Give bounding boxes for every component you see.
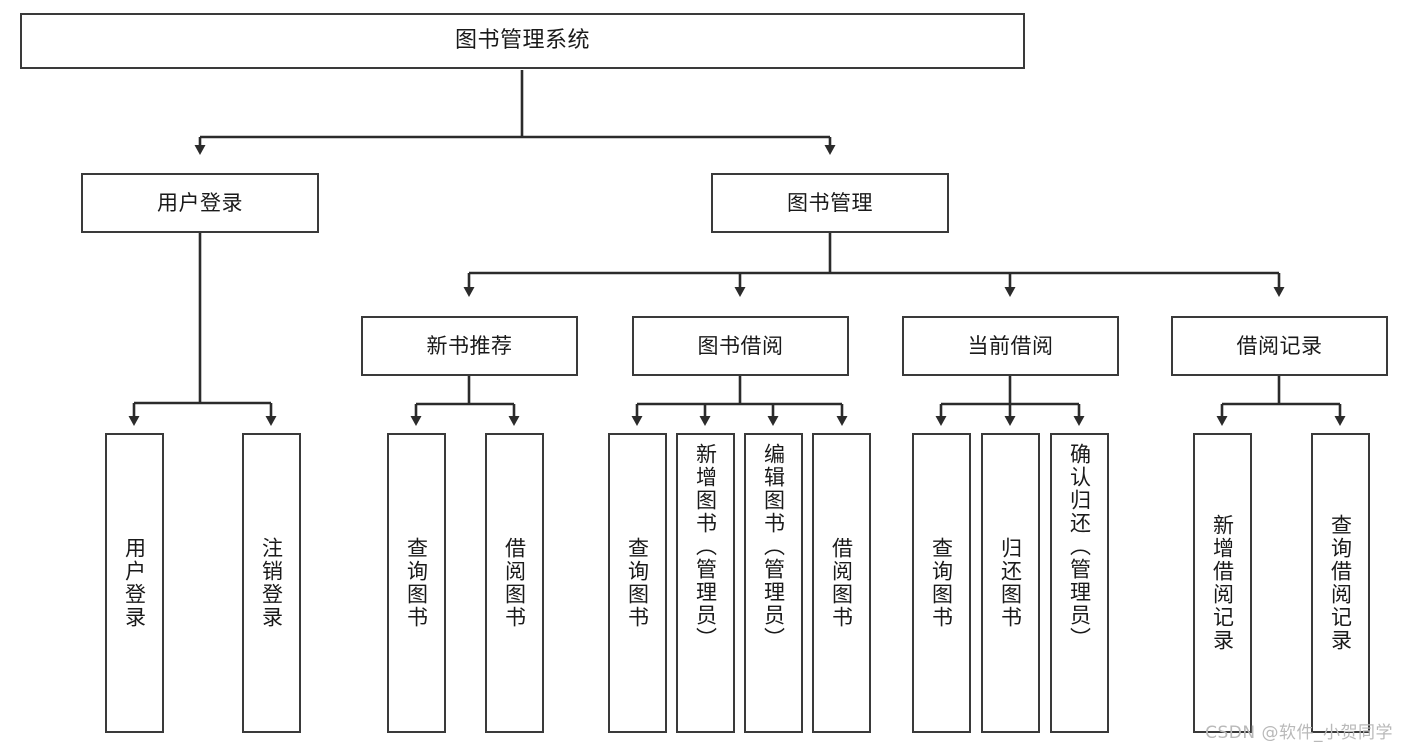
node-leaf-borrow-edit-book-admin[interactable]: 编辑图书（管理员） [744, 433, 803, 733]
node-leaf-user-login-logout[interactable]: 注销登录 [242, 433, 301, 733]
node-leaf-new-book-borrow[interactable]: 借阅图书 [485, 433, 544, 733]
node-label: 查询图书 [625, 537, 650, 629]
node-book-borrow[interactable]: 图书借阅 [632, 316, 849, 376]
node-current-borrow[interactable]: 当前借阅 [902, 316, 1119, 376]
node-borrow-record[interactable]: 借阅记录 [1171, 316, 1388, 376]
node-label: 归还图书 [998, 537, 1023, 629]
node-label: 新增借阅记录 [1210, 514, 1235, 652]
node-label: 用户登录 [122, 537, 147, 629]
node-label: 查询图书 [404, 537, 429, 629]
node-leaf-current-return-book[interactable]: 归还图书 [981, 433, 1040, 733]
node-leaf-current-confirm-return-admin[interactable]: 确认归还（管理员） [1050, 433, 1109, 733]
node-leaf-new-book-query[interactable]: 查询图书 [387, 433, 446, 733]
node-book-management[interactable]: 图书管理 [711, 173, 949, 233]
node-label: 借阅图书 [502, 537, 527, 629]
node-new-book-recommend[interactable]: 新书推荐 [361, 316, 578, 376]
node-label: 新书推荐 [426, 333, 513, 358]
node-label: 注销登录 [259, 537, 284, 629]
node-leaf-borrow-add-book-admin[interactable]: 新增图书（管理员） [676, 433, 735, 733]
node-user-login[interactable]: 用户登录 [81, 173, 319, 233]
node-label: 借阅图书 [829, 537, 854, 629]
node-root-book-management-system[interactable]: 图书管理系统 [20, 13, 1025, 69]
node-leaf-borrow-query-book[interactable]: 查询图书 [608, 433, 667, 733]
node-label: 新增图书（管理员） [693, 443, 718, 650]
node-leaf-user-login-login[interactable]: 用户登录 [105, 433, 164, 733]
node-label: 确认归还（管理员） [1067, 443, 1092, 650]
node-label: 图书借阅 [697, 333, 784, 358]
node-leaf-record-add-record[interactable]: 新增借阅记录 [1193, 433, 1252, 733]
node-leaf-current-query-book[interactable]: 查询图书 [912, 433, 971, 733]
csdn-watermark: CSDN @软件_小贺同学 [1205, 723, 1393, 743]
node-label: 编辑图书（管理员） [761, 443, 786, 650]
node-label: 图书管理系统 [454, 28, 590, 54]
node-label: 当前借阅 [967, 333, 1054, 358]
node-label: 借阅记录 [1236, 333, 1323, 358]
node-leaf-borrow-borrow-book[interactable]: 借阅图书 [812, 433, 871, 733]
node-label: 查询图书 [929, 537, 954, 629]
node-label: 用户登录 [157, 190, 243, 215]
node-leaf-record-query-record[interactable]: 查询借阅记录 [1311, 433, 1370, 733]
node-label: 查询借阅记录 [1328, 514, 1353, 652]
node-label: 图书管理 [787, 190, 873, 215]
